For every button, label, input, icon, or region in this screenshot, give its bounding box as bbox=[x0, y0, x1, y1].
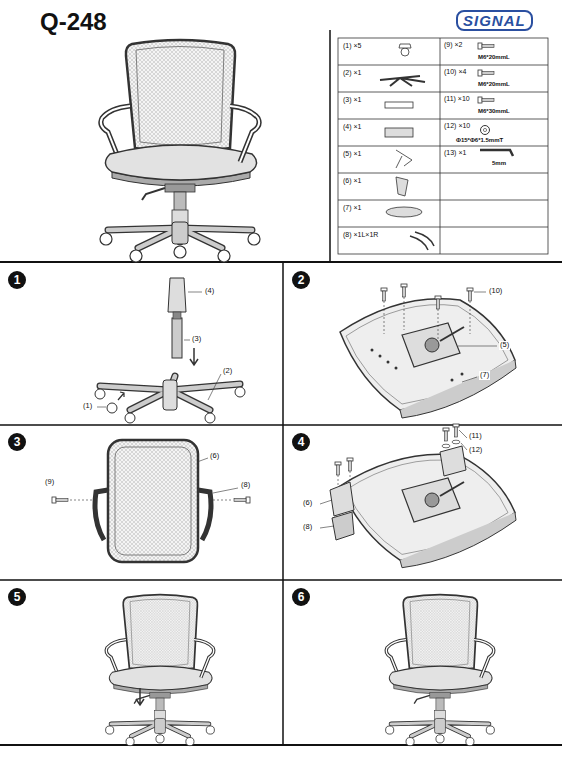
brand-logo: SIGNAL bbox=[456, 10, 533, 31]
spec-text: M6*20mmL bbox=[478, 54, 510, 61]
part-cell: (4) ×1 bbox=[343, 123, 361, 131]
callout-number: (5) bbox=[499, 341, 510, 350]
callout-number: (12) bbox=[468, 446, 483, 455]
callout-number: (7) bbox=[479, 371, 490, 380]
part-cell: (8) ×1L×1R bbox=[343, 231, 378, 239]
step-number: 3 bbox=[8, 433, 26, 451]
callout-number: (3) bbox=[191, 335, 202, 344]
callout-number: (1) bbox=[82, 402, 93, 411]
callout-number: (9) bbox=[44, 478, 55, 487]
part-cell: (3) ×1 bbox=[343, 96, 361, 104]
part-cell: (6) ×1 bbox=[343, 177, 361, 185]
part-cell: (7) ×1 bbox=[343, 204, 361, 212]
model-title: Q-248 bbox=[40, 8, 107, 36]
part-cell: (2) ×1 bbox=[343, 69, 361, 77]
part-cell: (10) ×4 bbox=[444, 68, 466, 76]
part-cell: (9) ×2 bbox=[444, 41, 462, 49]
callout-number: (6) bbox=[302, 499, 313, 508]
callout-number: (8) bbox=[240, 481, 251, 490]
part-cell: (5) ×1 bbox=[343, 150, 361, 158]
step-number: 1 bbox=[8, 271, 26, 289]
spec-text: Φ15*Φ6*1.5mmT bbox=[456, 137, 503, 144]
part-cell: (13) ×1 bbox=[444, 149, 466, 157]
step-number: 2 bbox=[292, 271, 310, 289]
part-cell: (12) ×10 bbox=[444, 122, 470, 130]
spec-text: 5mm bbox=[492, 160, 506, 167]
step-number: 5 bbox=[8, 588, 26, 606]
callout-number: (2) bbox=[222, 367, 233, 376]
step-number: 4 bbox=[292, 433, 310, 451]
callout-number: (6) bbox=[209, 452, 220, 461]
callout-number: (4) bbox=[204, 287, 215, 296]
callout-number: (8) bbox=[302, 523, 313, 532]
part-cell: (1) ×5 bbox=[343, 42, 361, 50]
spec-text: M6*20mmL bbox=[478, 81, 510, 88]
part-cell: (11) ×10 bbox=[444, 95, 470, 103]
callout-number: (10) bbox=[488, 287, 503, 296]
callout-number: (11) bbox=[468, 432, 483, 441]
spec-text: M6*30mmL bbox=[478, 108, 510, 115]
step-number: 6 bbox=[292, 588, 310, 606]
